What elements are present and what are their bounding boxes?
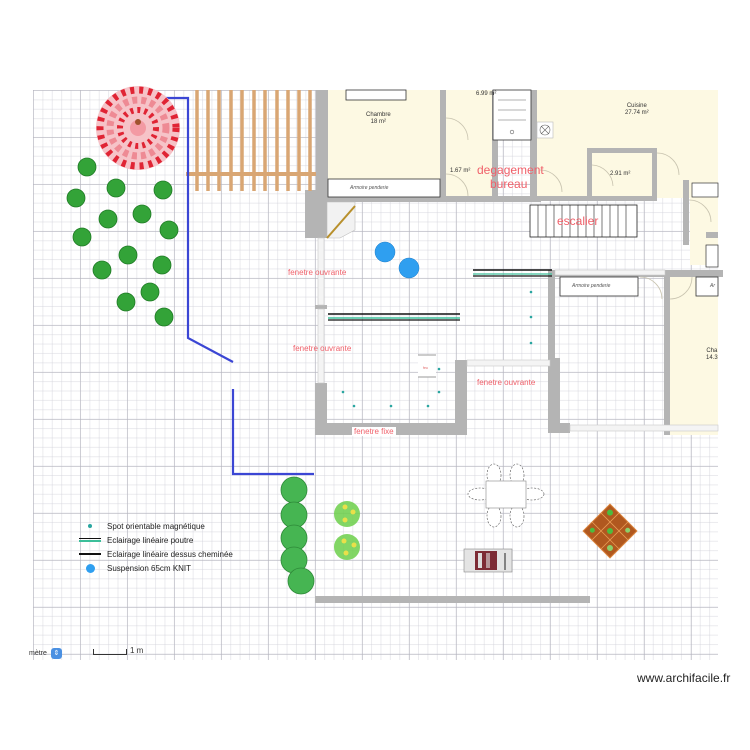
kitchen-hob-icon <box>536 121 554 139</box>
wardrobe-label: Armoire penderie <box>350 185 389 191</box>
scale-label: 1 m <box>130 646 144 655</box>
legend-item: Spot orientable magnétique <box>78 519 233 533</box>
annotation-degagement: degagement <box>477 163 544 177</box>
annotation-bureau: bureau <box>490 177 528 191</box>
svg-text:feu: feu <box>423 366 428 370</box>
room-label-wc: 1.67 m² <box>450 168 470 175</box>
annotation-window: fenetre ouvrante <box>288 268 347 277</box>
unit-select[interactable]: mètre ⇕ <box>29 647 62 659</box>
linear-lighting[interactable] <box>328 269 552 321</box>
room-name: Cuisine <box>626 103 647 109</box>
suspension-lights[interactable] <box>374 241 420 279</box>
legend-item: Eclairage linéaire poutre <box>78 533 233 547</box>
blue-circle-icon <box>78 563 102 573</box>
wardrobe-label: Ar <box>710 283 715 289</box>
corner-furniture <box>326 201 356 239</box>
scale-ruler <box>93 649 127 655</box>
annotation-window: fenetre ouvrante <box>293 344 352 353</box>
legend-label: Eclairage linéaire poutre <box>107 535 194 545</box>
room-label-cuisine: Cuisine 27.74 m² <box>625 103 649 117</box>
room-area: 14.3 <box>706 355 718 361</box>
wardrobes <box>327 89 719 297</box>
legend: Spot orientable magnétique Eclairage lin… <box>78 519 233 575</box>
room-label-chambre-2: Cha 14.3 <box>706 348 718 362</box>
spot-dot-icon <box>78 521 102 531</box>
teal-line-icon <box>78 535 102 545</box>
spot-lights[interactable] <box>341 290 533 408</box>
room-area: 1.67 m² <box>450 168 471 174</box>
wardrobe-label: Armoire penderie <box>572 283 611 289</box>
room-area: 2.91 m² <box>610 171 631 177</box>
pergola <box>186 90 316 191</box>
walls <box>305 90 723 603</box>
shower <box>492 89 532 141</box>
unit-select-value: mètre <box>29 649 47 657</box>
room-name: Cha <box>706 348 718 354</box>
flowering-plants <box>334 501 360 560</box>
watermark: www.archifacile.fr <box>637 671 731 685</box>
annotation-window: fenetre ouvrante <box>477 378 536 387</box>
staircase[interactable] <box>529 204 638 238</box>
room-label-shower: 6.99 m² <box>476 91 496 98</box>
legend-label: Eclairage linéaire dessus cheminée <box>107 549 233 559</box>
outdoor-kitchen <box>463 548 513 573</box>
vegetable-garden <box>582 503 638 559</box>
select-arrows-icon[interactable]: ⇕ <box>50 647 62 659</box>
doors[interactable] <box>445 117 712 300</box>
red-tree-icon <box>96 86 180 170</box>
room-fills <box>328 90 718 435</box>
dining-table[interactable] <box>467 463 545 528</box>
legend-label: Spot orientable magnétique <box>107 521 205 531</box>
legend-label: Suspension 65cm KNIT <box>107 563 192 573</box>
fireplace: feu <box>418 354 436 378</box>
annotation-fixed-window: fenetre fixe <box>352 427 396 436</box>
garden-border-path-2 <box>231 389 314 476</box>
room-area: 18 m² <box>370 119 387 125</box>
room-area: 6.99 m² <box>476 91 497 97</box>
black-line-icon <box>78 549 102 559</box>
legend-item: Eclairage linéaire dessus cheminée <box>78 547 233 561</box>
room-area: 27.74 m² <box>625 110 649 116</box>
legend-item: Suspension 65cm KNIT <box>78 561 233 575</box>
bath-fixtures <box>691 182 719 268</box>
scale-bar: 1 m <box>93 646 143 655</box>
shrubs <box>66 157 179 327</box>
room-label-cellier: 2.91 m² <box>610 171 630 178</box>
windows <box>317 237 719 432</box>
hedge <box>280 476 315 595</box>
room-label-chambre: Chambre 18 m² <box>366 112 391 126</box>
room-name: Chambre <box>366 112 391 118</box>
annotation-escalier: escalier <box>557 214 599 228</box>
